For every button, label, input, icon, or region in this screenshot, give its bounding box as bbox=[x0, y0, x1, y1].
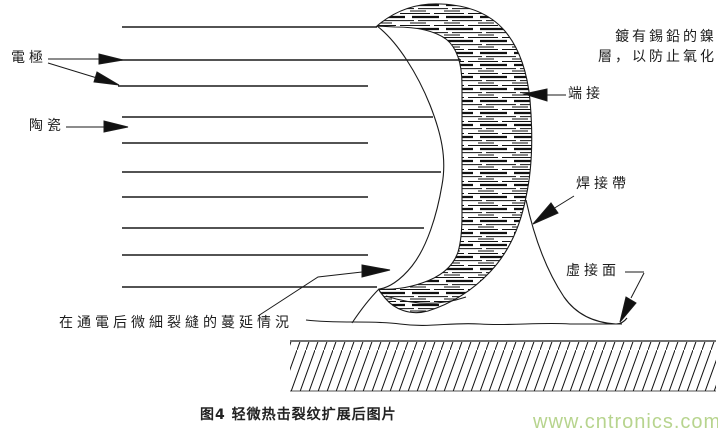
label-plating-line2: 層，以防止氧化 bbox=[598, 49, 717, 65]
termination-cap bbox=[375, 3, 533, 314]
solder-fillet-curve bbox=[525, 199, 628, 325]
label-solder-band: 焊接帶 bbox=[576, 176, 630, 192]
label-termination: 端接 bbox=[568, 86, 604, 102]
label-false-joint-surface: 虛接面 bbox=[566, 263, 620, 279]
ceramic-arrow bbox=[66, 120, 129, 133]
crack-curve bbox=[351, 25, 445, 324]
crack-arrow bbox=[257, 264, 391, 317]
electrode-lines bbox=[118, 26, 461, 288]
bottom-lens-curve bbox=[385, 295, 467, 304]
label-electrode: 電極 bbox=[11, 50, 47, 66]
label-crack-note: 在通電后微細裂縫的蔓延情況 bbox=[59, 315, 293, 331]
electrode-arrow-2 bbox=[47, 62, 120, 86]
watermark-text: www.cntronics.com bbox=[533, 411, 718, 433]
label-plating-note: 鍍有錫鉛的鎳 層，以防止氧化 bbox=[551, 27, 717, 67]
pcb-hatch bbox=[290, 340, 716, 392]
solder-baseline bbox=[305, 319, 622, 326]
termination-arrow bbox=[522, 88, 566, 102]
solder-band-arrow bbox=[532, 195, 575, 225]
label-ceramic: 陶瓷 bbox=[29, 118, 65, 134]
false-joint-arrow bbox=[619, 271, 645, 323]
electrode-arrow-1 bbox=[48, 53, 124, 65]
figure-caption: 图4 轻微热击裂纹扩展后图片 bbox=[200, 407, 397, 423]
label-plating-line1: 鍍有錫鉛的鎳 bbox=[615, 29, 717, 45]
